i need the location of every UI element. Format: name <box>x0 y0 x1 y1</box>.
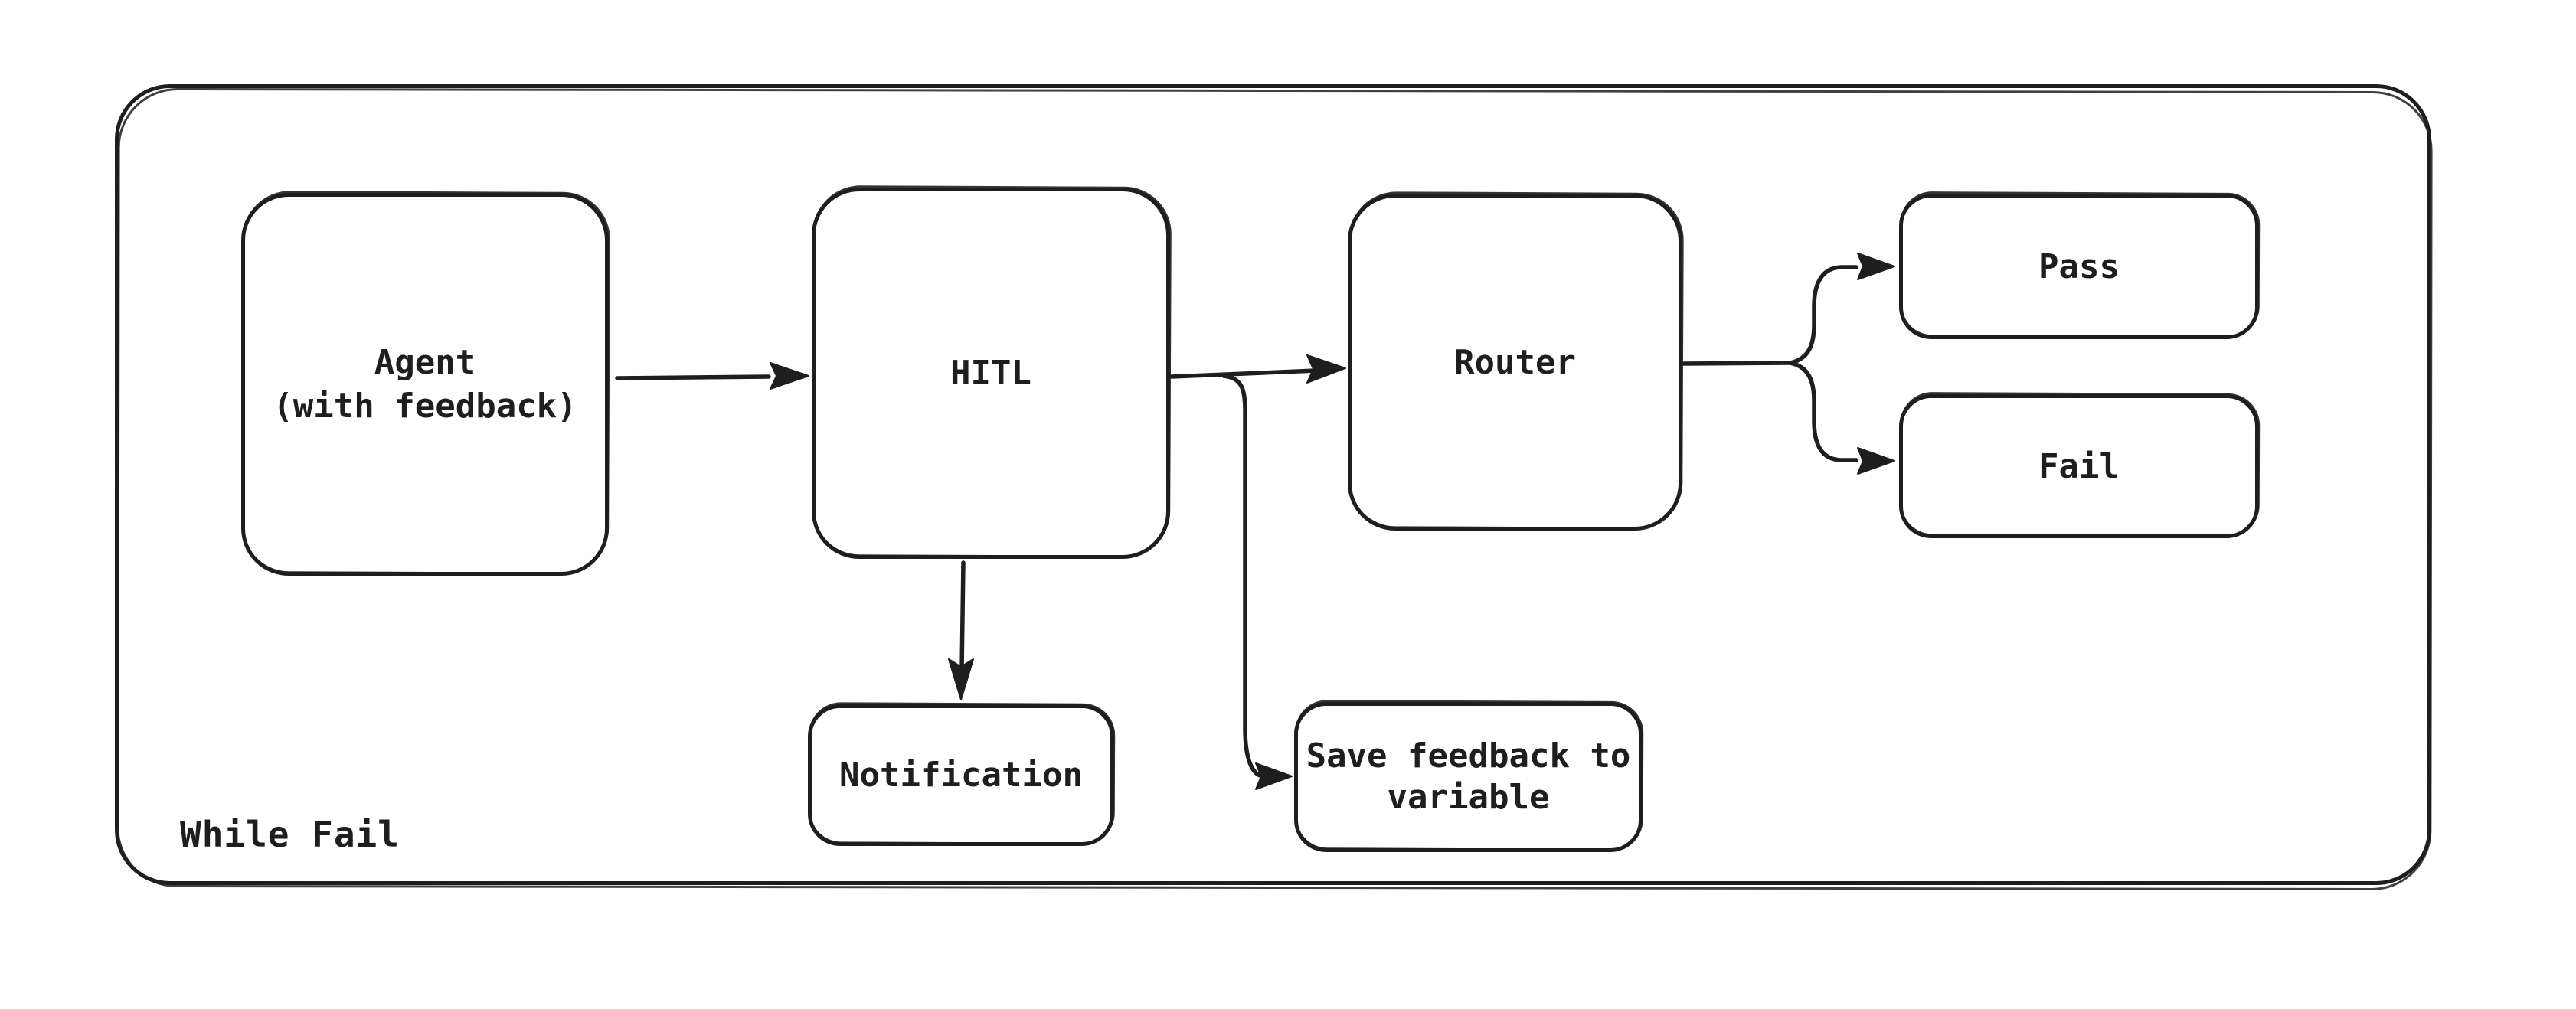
node-router-label: Router <box>1454 342 1576 382</box>
node-router: Router <box>1348 194 1682 531</box>
node-save-feedback: Save feedback to variable <box>1294 702 1643 852</box>
node-notification-label: Notification <box>839 756 1083 795</box>
node-agent-label-line2: (with feedback) <box>273 387 577 426</box>
node-save-feedback-label-line1: Save feedback to <box>1306 736 1631 776</box>
node-agent-label-line1: Agent <box>374 343 476 382</box>
node-pass-label: Pass <box>2038 247 2120 286</box>
node-pass: Pass <box>1899 194 2259 339</box>
node-fail: Fail <box>1899 394 2259 538</box>
while-fail-group-frame: While Fail <box>115 84 2431 885</box>
node-fail-label: Fail <box>2038 446 2120 486</box>
node-agent: Agent (with feedback) <box>241 193 609 576</box>
node-notification: Notification <box>808 704 1114 846</box>
node-hitl: HITL <box>812 188 1170 559</box>
group-label: While Fail <box>180 814 400 855</box>
node-save-feedback-label-line2: variable <box>1387 778 1550 817</box>
node-hitl-label: HITL <box>950 354 1031 393</box>
